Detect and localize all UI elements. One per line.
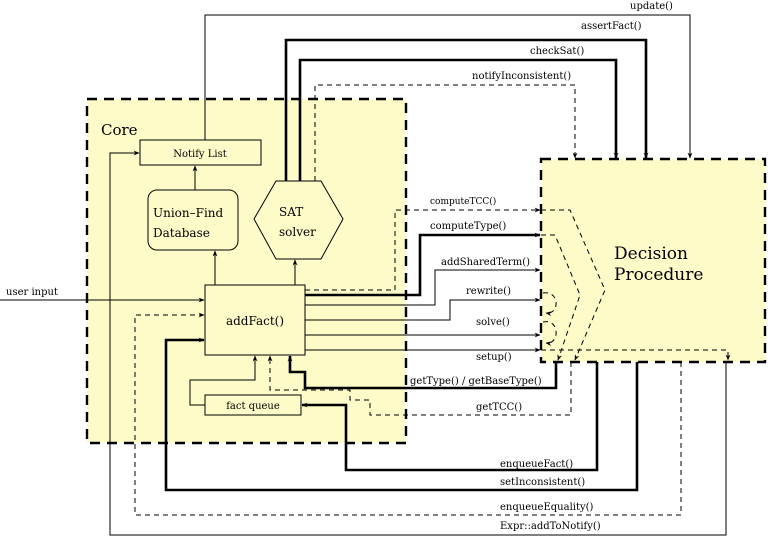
add-shared-term-label: addSharedTerm()	[441, 257, 530, 268]
get-tcc-label: getTCC()	[476, 402, 522, 413]
user-input-label: user input	[6, 287, 58, 298]
rewrite-label: rewrite()	[466, 286, 511, 297]
check-sat-label: checkSat()	[530, 46, 584, 57]
bottom-calls	[109, 150, 727, 536]
assert-fact-label: assertFact()	[581, 21, 642, 32]
enqueue-equality-line	[134, 312, 682, 516]
assert-fact-line	[284, 38, 649, 181]
get-type-line	[287, 355, 558, 390]
enqueue-fact-label: enqueueFact()	[500, 459, 573, 470]
sat-solver-label-line1: SAT	[279, 205, 303, 219]
notify-list-label: Notify List	[173, 149, 227, 160]
union-find-label-line2: Database	[153, 226, 210, 240]
union-find-label-line1: Union–Find	[153, 206, 224, 220]
solve-label: solve()	[476, 317, 510, 328]
compute-tcc-internal	[541, 209, 606, 361]
notify-inconsistent-label: notifyInconsistent()	[472, 71, 571, 82]
setup-internal	[541, 349, 731, 361]
update-line	[204, 14, 693, 159]
notify-list-box	[139, 139, 262, 166]
add-shared-term-line	[305, 267, 541, 306]
compute-tcc-label: computeTCC()	[430, 196, 496, 207]
set-inconsistent-label: setInconsistent()	[500, 477, 585, 488]
add-to-notify-label: Expr::addToNotify()	[500, 521, 601, 532]
add-to-notify-line	[109, 150, 727, 536]
compute-type-label: computeType()	[430, 221, 506, 232]
top-calls	[204, 14, 693, 181]
compute-type-internal	[541, 234, 581, 361]
core-internal-arrows	[189, 165, 298, 406]
rewrite-line	[305, 297, 541, 321]
set-inconsistent-line	[164, 337, 639, 492]
sat-solver-label-line2: solver	[279, 225, 316, 239]
solve-loop	[542, 321, 557, 347]
check-sat-line	[298, 58, 619, 181]
sat-solver-hexagon	[253, 180, 344, 260]
decision-procedure-title-line2: Procedure	[614, 265, 703, 285]
get-tcc-line	[267, 355, 572, 416]
union-find-database-box	[147, 189, 239, 251]
side-calls	[305, 207, 731, 361]
enqueue-fact-line	[301, 362, 599, 472]
core-title: Core	[101, 121, 138, 139]
fact-queue-label: fact queue	[226, 401, 280, 412]
compute-tcc-line	[305, 207, 541, 291]
decision-procedure-region	[539, 157, 767, 364]
enqueue-equality-label: enqueueEquality()	[500, 502, 594, 513]
decision-procedure-title-line1: Decision	[614, 244, 688, 264]
compute-type-line	[305, 232, 541, 297]
add-fact-label: addFact()	[226, 314, 284, 328]
factqueue-to-addfact-arrow	[189, 355, 258, 406]
rewrite-loop	[542, 292, 557, 317]
setup-label: setup()	[476, 352, 512, 363]
notify-inconsistent-line	[314, 84, 578, 181]
update-label: update()	[630, 1, 673, 12]
get-type-label: getType() / getBaseType()	[410, 376, 542, 387]
